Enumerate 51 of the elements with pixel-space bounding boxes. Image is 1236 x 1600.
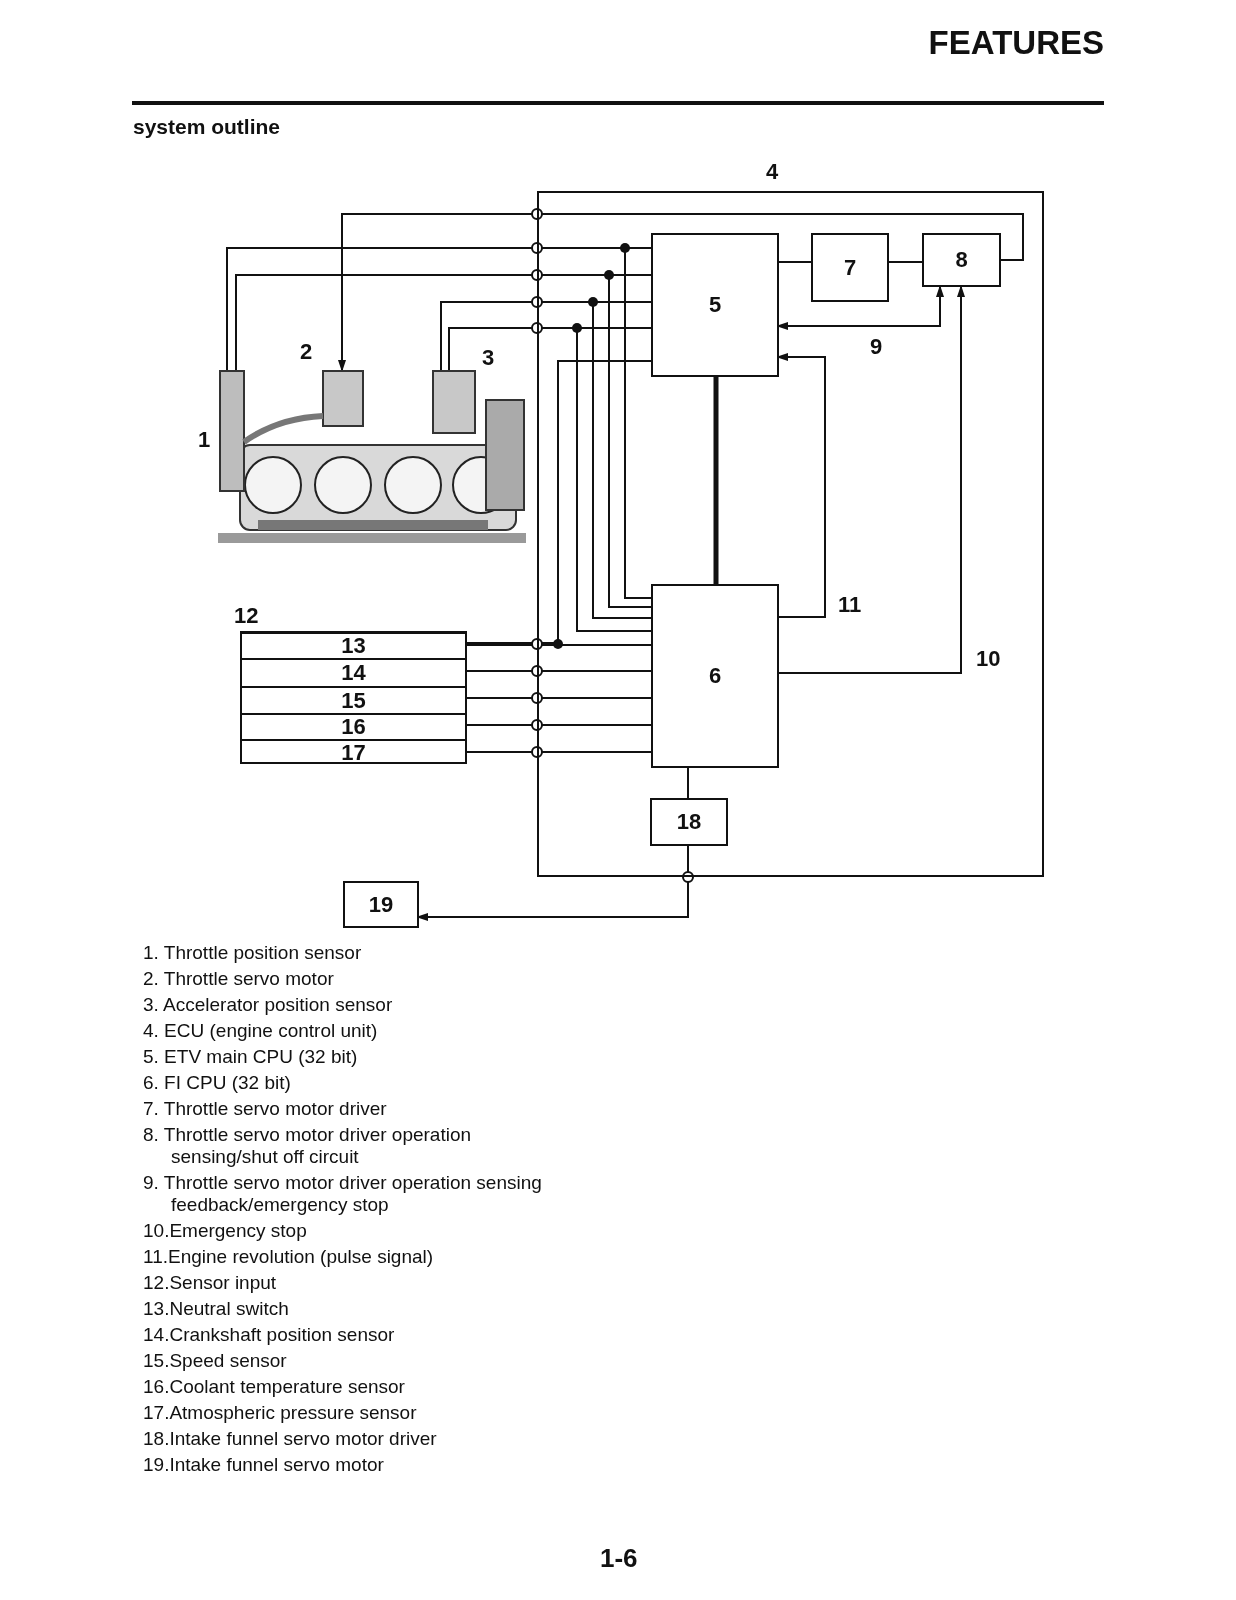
- legend-item: 3. Accelerator position sensor: [143, 994, 394, 1016]
- legend-item: 10.Emergency stop: [143, 1220, 308, 1242]
- wire: [464, 724, 653, 726]
- picture: [218, 370, 526, 545]
- legend-item: 5. ETV main CPU (32 bit): [143, 1046, 359, 1068]
- wire: [464, 670, 653, 672]
- block-box: 8: [922, 233, 1001, 287]
- wire: [687, 766, 689, 800]
- callout-number: 2: [300, 340, 313, 364]
- legend-item: 7. Throttle servo motor driver: [143, 1098, 388, 1120]
- wire: [713, 376, 719, 585]
- block-box: 6: [651, 584, 779, 768]
- arrow: [338, 213, 1024, 372]
- callout-number: 12: [234, 604, 259, 628]
- wire: [464, 697, 653, 699]
- block-box: 7: [811, 233, 889, 302]
- edge-label: 11: [838, 593, 862, 617]
- wire: [464, 751, 653, 753]
- callout-number: 3: [482, 346, 495, 370]
- wire: [464, 360, 653, 644]
- sensor-row: 13: [240, 632, 467, 658]
- sensor-row: 17: [240, 739, 467, 764]
- legend-item: 17.Atmospheric pressure sensor: [143, 1402, 418, 1424]
- legend-item: 11.Engine revolution (pulse signal): [143, 1246, 435, 1268]
- legend-item: 18.Intake funnel servo motor driver: [143, 1428, 438, 1450]
- legend-item: 1. Throttle position sensor: [143, 942, 363, 964]
- edge-label: 9: [870, 335, 883, 359]
- section-title: system outline: [133, 115, 281, 139]
- legend-item: 9. Throttle servo motor driver operation sensing feedback/emergency stop: [143, 1172, 543, 1216]
- legend-item: 19.Intake funnel servo motor: [143, 1454, 385, 1476]
- page-number: 1-6: [600, 1543, 638, 1574]
- legend-item: 2. Throttle servo motor: [143, 968, 335, 990]
- legend-item: 13.Neutral switch: [143, 1298, 290, 1320]
- legend-item: 4. ECU (engine control unit): [143, 1020, 379, 1042]
- block-box: 19: [343, 881, 419, 928]
- sensor-row: 15: [240, 686, 467, 713]
- edge-label: 10: [976, 647, 1001, 671]
- sensor-row: 16: [240, 713, 467, 739]
- callout-number: 4: [766, 160, 779, 184]
- legend-item: 16.Coolant temperature sensor: [143, 1376, 406, 1398]
- callout-number: 1: [198, 428, 211, 452]
- legend-item: 14.Crankshaft position sensor: [143, 1324, 396, 1346]
- block-box: 5: [651, 233, 779, 377]
- page-header: FEATURES: [928, 24, 1104, 62]
- wire: [464, 644, 653, 646]
- legend-item: 12.Sensor input: [143, 1272, 278, 1294]
- block-box: 18: [650, 798, 728, 846]
- legend-item: 6. FI CPU (32 bit): [143, 1072, 292, 1094]
- legend-item: 15.Speed sensor: [143, 1350, 288, 1372]
- sensor-row: 14: [240, 658, 467, 686]
- legend-item: 8. Throttle servo motor driver operation sensing/shut off circuit: [143, 1124, 473, 1168]
